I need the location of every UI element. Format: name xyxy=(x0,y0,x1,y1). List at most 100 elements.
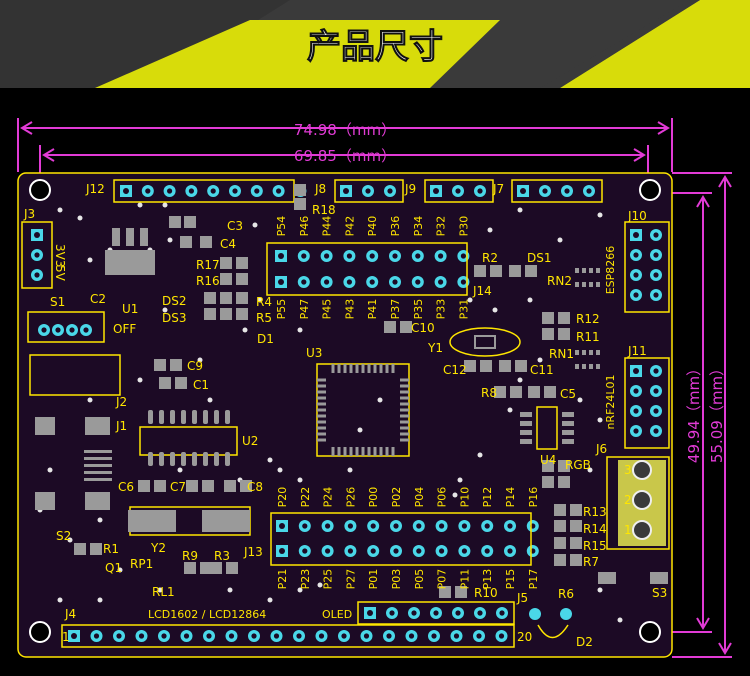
via xyxy=(77,215,83,221)
label-r6: R6 xyxy=(558,587,574,601)
label-r12: R12 xyxy=(576,312,600,326)
label-r13: R13 xyxy=(583,505,607,519)
dimension-width-outer: 74.98（mm） xyxy=(294,121,396,139)
via xyxy=(587,467,593,473)
via xyxy=(297,587,303,593)
via xyxy=(157,587,163,593)
label-d2: D2 xyxy=(576,635,593,649)
label-rp1: RP1 xyxy=(130,557,153,571)
j14_top-pin-label: P42 xyxy=(343,216,356,237)
label-nrf: nRF24L01 xyxy=(604,374,617,429)
pin-headers xyxy=(31,185,662,642)
j14_bottom-pin-label: P41 xyxy=(366,299,379,320)
label-j6_3: 3 xyxy=(624,463,632,477)
pcb-board xyxy=(17,172,673,658)
j14_bottom-pin-label: P47 xyxy=(298,299,311,320)
via xyxy=(252,222,258,228)
label-j11: J11 xyxy=(627,344,647,358)
label-r10: R10 xyxy=(474,586,498,600)
j14_top-pin-label: P32 xyxy=(435,216,448,237)
j14_top-pin-label: P44 xyxy=(321,216,334,237)
label-rl1: RL1 xyxy=(152,585,175,599)
label-s1: S1 xyxy=(50,295,65,309)
label-v5: 5V xyxy=(53,265,67,282)
label-lcd: LCD1602 / LCD12864 xyxy=(148,608,266,621)
via xyxy=(137,377,143,383)
label-y2: Y2 xyxy=(150,541,166,555)
via xyxy=(357,427,363,433)
label-j12: J12 xyxy=(85,182,105,196)
label-pin20: 20 xyxy=(517,630,532,644)
via xyxy=(87,257,93,263)
j13_bottom-pin-label: P11 xyxy=(458,569,471,590)
via xyxy=(257,297,263,303)
label-c4: C4 xyxy=(220,237,236,251)
j13_bottom-pin-label: P17 xyxy=(527,569,540,590)
label-s2: S2 xyxy=(56,529,71,543)
via xyxy=(597,417,603,423)
label-c6: C6 xyxy=(118,480,134,494)
label-j6_1: 1 xyxy=(624,523,632,537)
label-c7: C7 xyxy=(170,480,186,494)
dimension-lines xyxy=(17,118,732,658)
j13_top-pin-label: P20 xyxy=(276,487,289,508)
via xyxy=(347,467,353,473)
label-r9: R9 xyxy=(182,549,198,563)
j14_bottom-pin-label: P55 xyxy=(275,299,288,320)
via xyxy=(477,452,483,458)
via xyxy=(167,237,173,243)
label-c8: C8 xyxy=(247,480,263,494)
label-ds3: DS3 xyxy=(162,311,187,325)
via xyxy=(162,202,168,208)
label-j5: J5 xyxy=(516,591,528,605)
label-c9: C9 xyxy=(187,359,203,373)
label-j2: J2 xyxy=(115,395,127,409)
label-r15: R15 xyxy=(583,539,607,553)
via xyxy=(492,307,498,313)
label-j14: J14 xyxy=(472,284,492,298)
label-j4: J4 xyxy=(64,607,76,621)
j13_top-pin-label: P24 xyxy=(322,487,335,508)
j13_bottom-pin-label: P27 xyxy=(344,569,357,590)
j13_top-pin-label: P14 xyxy=(504,487,517,508)
j13_top-pin-label: P10 xyxy=(458,487,471,508)
label-j1: J1 xyxy=(115,419,127,433)
label-r2: R2 xyxy=(482,251,498,265)
label-r7: R7 xyxy=(583,555,599,569)
label-c11: C11 xyxy=(530,363,554,377)
j14_top-pin-label: P40 xyxy=(366,216,379,237)
j13_bottom-pin-label: P03 xyxy=(390,569,403,590)
via xyxy=(557,237,563,243)
j13_top-pin-label: P22 xyxy=(299,487,312,508)
j13_bottom-pin-label: P23 xyxy=(299,569,312,590)
label-c5: C5 xyxy=(560,387,576,401)
header-banner: 产品尺寸 xyxy=(0,0,750,88)
ic-packages xyxy=(35,184,668,639)
j14_bottom-pin-label: P45 xyxy=(321,299,334,320)
j14_bottom-pin-label: P43 xyxy=(343,299,356,320)
j13_top-pin-label: P04 xyxy=(413,487,426,508)
j14_bottom-pin-label: P31 xyxy=(457,299,470,320)
j13_top-pin-label: P16 xyxy=(527,487,540,508)
via xyxy=(87,397,93,403)
label-s3: S3 xyxy=(652,586,667,600)
label-c12: C12 xyxy=(443,363,467,377)
j14_top-pin-label: P46 xyxy=(298,216,311,237)
label-u2: U2 xyxy=(242,434,258,448)
j14_top-pin-label: P36 xyxy=(389,216,402,237)
via xyxy=(57,597,63,603)
via xyxy=(177,467,183,473)
label-c2: C2 xyxy=(90,292,106,306)
label-j6: J6 xyxy=(595,442,607,456)
j13_bottom-pin-label: P13 xyxy=(481,569,494,590)
label-esp: ESP8266 xyxy=(604,246,617,295)
j13_bottom-pin-label: P05 xyxy=(413,569,426,590)
j13_bottom-pin-label: P01 xyxy=(367,569,380,590)
label-r3: R3 xyxy=(214,549,230,563)
label-u4: U4 xyxy=(540,453,556,467)
label-r14: R14 xyxy=(583,522,607,536)
j14_top-pin-label: P54 xyxy=(275,216,288,237)
label-pin1: 1 xyxy=(62,630,70,644)
j13_bottom-pin-label: P07 xyxy=(436,569,449,590)
